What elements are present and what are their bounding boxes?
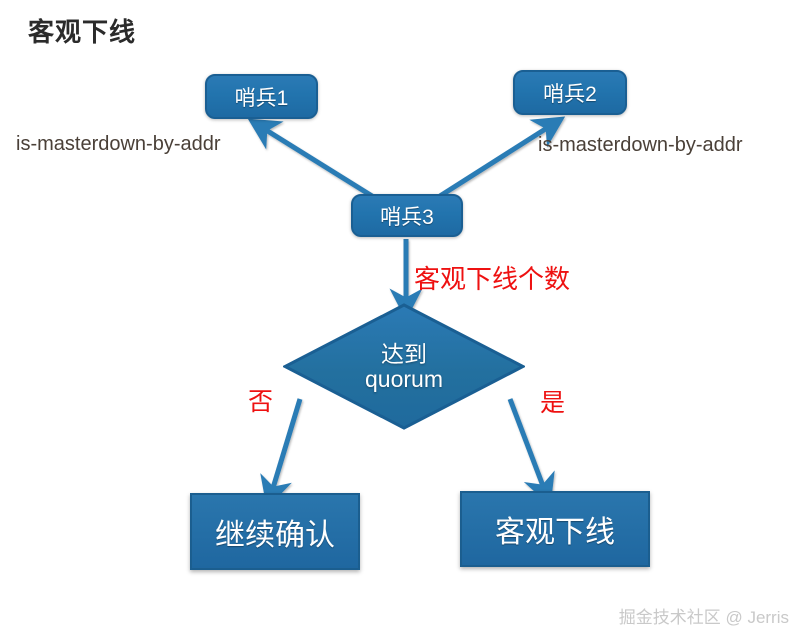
label-right-command: is-masterdown-by-addr (538, 134, 743, 156)
arrow-decision-to-objective (507, 398, 555, 507)
node-sentinel3[interactable]: 哨兵3 (351, 194, 463, 237)
watermark: 掘金技术社区 @ Jerris (618, 608, 789, 627)
node-continue-confirm[interactable]: 继续确认 (190, 493, 360, 570)
arrow-sentinel3-to-sentinel2 (438, 116, 566, 199)
label-objective-down-count: 客观下线个数 (414, 264, 571, 294)
diamond-shape (283, 303, 525, 430)
arrow-decision-to-continue (260, 398, 303, 509)
node-sentinel1-label: 哨兵1 (234, 86, 289, 110)
node-sentinel2-label: 哨兵2 (543, 82, 597, 106)
node-objective-down[interactable]: 客观下线 (460, 491, 650, 567)
node-continue-confirm-label: 继续确认 (215, 518, 335, 552)
arrow-sentinel3-to-sentinel1 (247, 118, 374, 199)
label-left-command: is-masterdown-by-addr (16, 133, 221, 155)
node-sentinel1[interactable]: 哨兵1 (205, 74, 318, 119)
node-objective-down-label: 客观下线 (495, 516, 615, 549)
node-sentinel3-label: 哨兵3 (380, 205, 434, 229)
label-branch-yes: 是 (540, 389, 566, 417)
page-title: 客观下线 (28, 17, 137, 47)
label-branch-no: 否 (248, 388, 274, 416)
node-sentinel2[interactable]: 哨兵2 (513, 70, 627, 115)
node-decision-quorum[interactable]: 达到 quorum (283, 303, 525, 430)
